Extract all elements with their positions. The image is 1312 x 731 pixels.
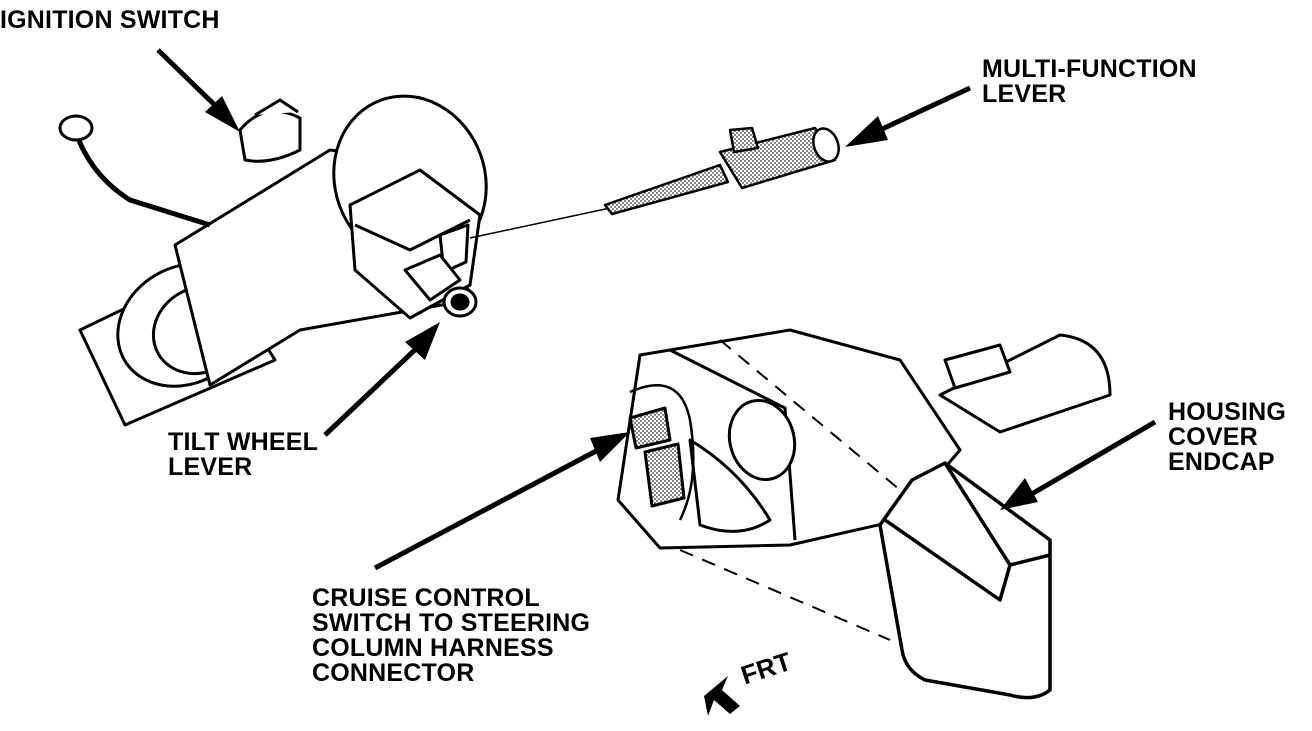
alignment-lines (679, 339, 901, 641)
multi-function-lever (469, 126, 840, 239)
ignition-switch-label: IGNITION SWITCH (0, 6, 220, 34)
multi-function-lever-label: MULTI-FUNCTION LEVER (982, 55, 1197, 108)
cruise-control-connector-label: CRUISE CONTROL SWITCH TO STEERING COLUMN… (312, 584, 591, 687)
tilt-wheel-lever-label: TILT WHEEL LEVER (168, 428, 319, 481)
arrow-multi-function (845, 85, 972, 147)
leader-arrows (156, 48, 1157, 716)
lower-column-housing (616, 328, 1112, 550)
arrow-tilt-wheel (323, 322, 440, 437)
arrow-cruise-connector (373, 432, 630, 571)
steering-column (58, 94, 488, 427)
arrow-ignition (156, 48, 240, 132)
housing-cover-endcap (878, 461, 1052, 700)
arrow-housing-cover (1000, 419, 1157, 510)
arrow-frt (704, 676, 740, 716)
harness-connector (628, 384, 695, 521)
housing-cover-endcap-label: HOUSING COVER ENDCAP (1168, 398, 1287, 476)
